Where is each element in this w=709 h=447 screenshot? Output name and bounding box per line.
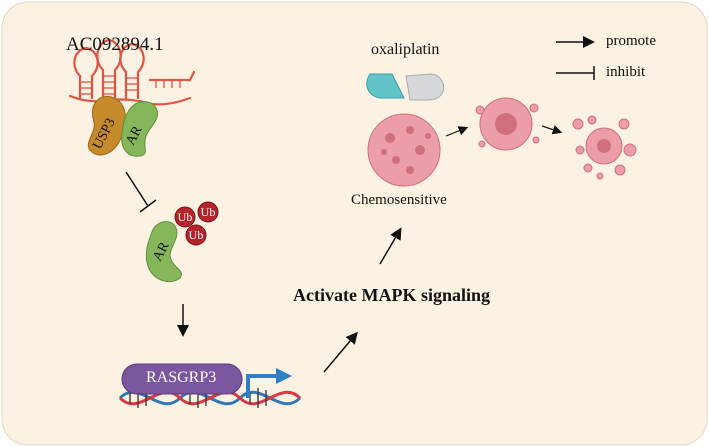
tss-arrow-head [276,368,292,384]
lncrna-title: AC092894.1 [66,34,164,55]
ar-protein-bound [121,101,159,157]
ub-label-3: Ub [189,228,204,242]
tumor-cluster-medium [475,97,540,151]
ub-label-1: Ub [178,210,193,224]
ub-label-2: Ub [201,205,216,219]
ar-protein-ubiquitinated [145,221,182,282]
legend-promote-label: promote [606,33,656,49]
dna-helix [118,390,302,406]
tss-arrow-stem [246,374,278,398]
arrow-to-mapk [323,331,358,373]
legend-inhibit-label: inhibit [606,64,646,80]
usp3-protein [87,96,126,156]
pathway-label: Activate MAPK signaling [293,285,490,305]
lncrna-structure [68,38,196,106]
oxaliplatin-capsule [366,73,445,101]
ub-circle-1 [174,206,196,228]
inhibit-arrow-shaft [125,171,149,207]
lncrna-base-pairs [80,75,181,95]
gene-box [121,363,243,395]
phenotype-label: Chemosensitive [351,192,447,208]
ub-circle-2 [197,201,219,223]
drug-label: oxaliplatin [371,41,440,58]
ubiquitin-cluster: Ub Ub Ub [174,201,219,246]
tumor-cluster-large [367,113,441,187]
inhibit-arrow-bar [139,199,157,213]
gene-label: RASGRP3 [146,369,217,386]
ub-circle-3 [185,224,207,246]
arrow-tumor-1 [445,126,469,137]
tumor-cluster-fragmented [572,115,637,180]
arrow-tumor-2 [541,125,563,135]
arrow-to-chemosensitive [379,227,402,265]
